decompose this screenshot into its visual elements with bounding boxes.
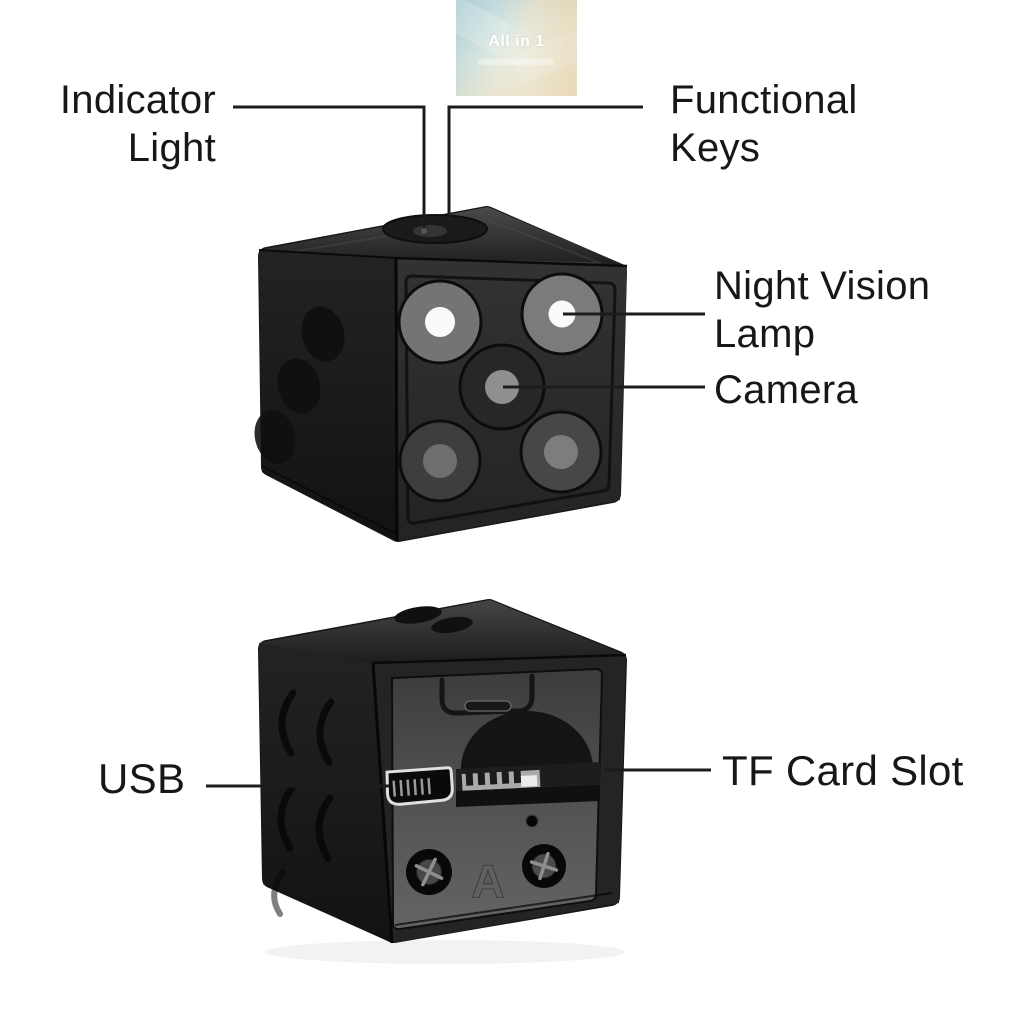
edge-seam: [261, 465, 397, 535]
label-line: Camera: [714, 368, 859, 412]
functional-keys-connector: [447, 105, 643, 227]
usb-port-shell: [385, 766, 454, 806]
tf-card-slot-lip: [456, 785, 600, 807]
edge-seam: [395, 256, 628, 268]
connector-lines: [206, 105, 711, 788]
dice-dot-center: [544, 435, 578, 469]
label-line: Light: [127, 126, 216, 170]
function-key-button: [413, 225, 447, 237]
camera-cube-front-view: [254, 206, 628, 542]
card-tooth: [489, 771, 498, 785]
night-vision-lamp-left-bulb: [425, 307, 455, 337]
edge-seam: [394, 257, 399, 542]
card-tooth: [501, 770, 510, 784]
indicator-light-hole: [421, 228, 427, 234]
dot-crescent: [316, 698, 335, 766]
card-tooth: [465, 772, 474, 786]
top-button-hole: [394, 606, 442, 624]
label-indicator-light: Indicator Light: [16, 76, 216, 172]
label-camera: Camera: [714, 366, 858, 414]
indicator-light-connector: [233, 105, 426, 228]
label-usb: USB: [98, 755, 185, 803]
card-lock-tab: [520, 775, 538, 787]
night-vision-lamp-right-bulb: [548, 300, 576, 328]
left-face-dot-crescents: [271, 689, 335, 917]
dot-crescent: [271, 869, 286, 917]
front-face-inset-line: [404, 274, 617, 525]
tf-card-dome: [460, 710, 593, 771]
label-line: Keys: [670, 126, 761, 170]
card-tooth: [513, 769, 522, 784]
cube-left-face: [259, 643, 392, 943]
badge-title: All in 1: [488, 33, 545, 50]
tf-card-contacts: [461, 769, 541, 791]
camera-cube-back-view: A: [258, 599, 627, 944]
left-face-dice-dots: [254, 306, 345, 464]
camera-lens: [485, 370, 519, 404]
dot-crescent: [278, 689, 297, 757]
label-line: USB: [98, 755, 186, 802]
screw-left: [406, 849, 452, 895]
label-line: Indicator: [59, 78, 216, 122]
label-night-vision-lamp: Night Vision Lamp: [714, 262, 930, 358]
dot-crescent: [315, 794, 334, 862]
cube-shadow: [265, 940, 625, 964]
back-cover-latch: [439, 673, 535, 716]
dice-dot: [277, 358, 321, 414]
usb-port: [385, 766, 454, 806]
dice-dot: [254, 410, 296, 464]
screw-right: [522, 844, 566, 888]
badge-subtitle-strip: [478, 59, 554, 65]
all-in-one-badge: All in 1: [456, 0, 577, 96]
label-line: Functional: [670, 78, 858, 122]
label-functional-keys: Functional Keys: [670, 76, 858, 172]
label-line: Night Vision: [714, 264, 931, 308]
dice-dot: [301, 306, 345, 362]
edge-seam: [371, 662, 394, 944]
label-line: TF Card Slot: [722, 747, 964, 794]
dice-dot-center: [423, 444, 457, 478]
edge-seam: [372, 653, 627, 665]
edge-seam: [258, 249, 397, 259]
latch-slot: [464, 700, 512, 712]
card-tooth: [477, 771, 486, 786]
dot-crescent: [277, 784, 296, 852]
top-button-hole: [431, 616, 473, 634]
emboss-letter: A: [471, 855, 504, 907]
mic-hole: [525, 814, 539, 828]
edge-seam: [394, 892, 613, 926]
label-line: Lamp: [714, 312, 816, 356]
label-tf-card-slot: TF Card Slot: [722, 747, 964, 795]
cube-left-face: [259, 250, 397, 541]
usb-port-pins: [392, 778, 431, 797]
front-dice-dots: [397, 272, 604, 503]
